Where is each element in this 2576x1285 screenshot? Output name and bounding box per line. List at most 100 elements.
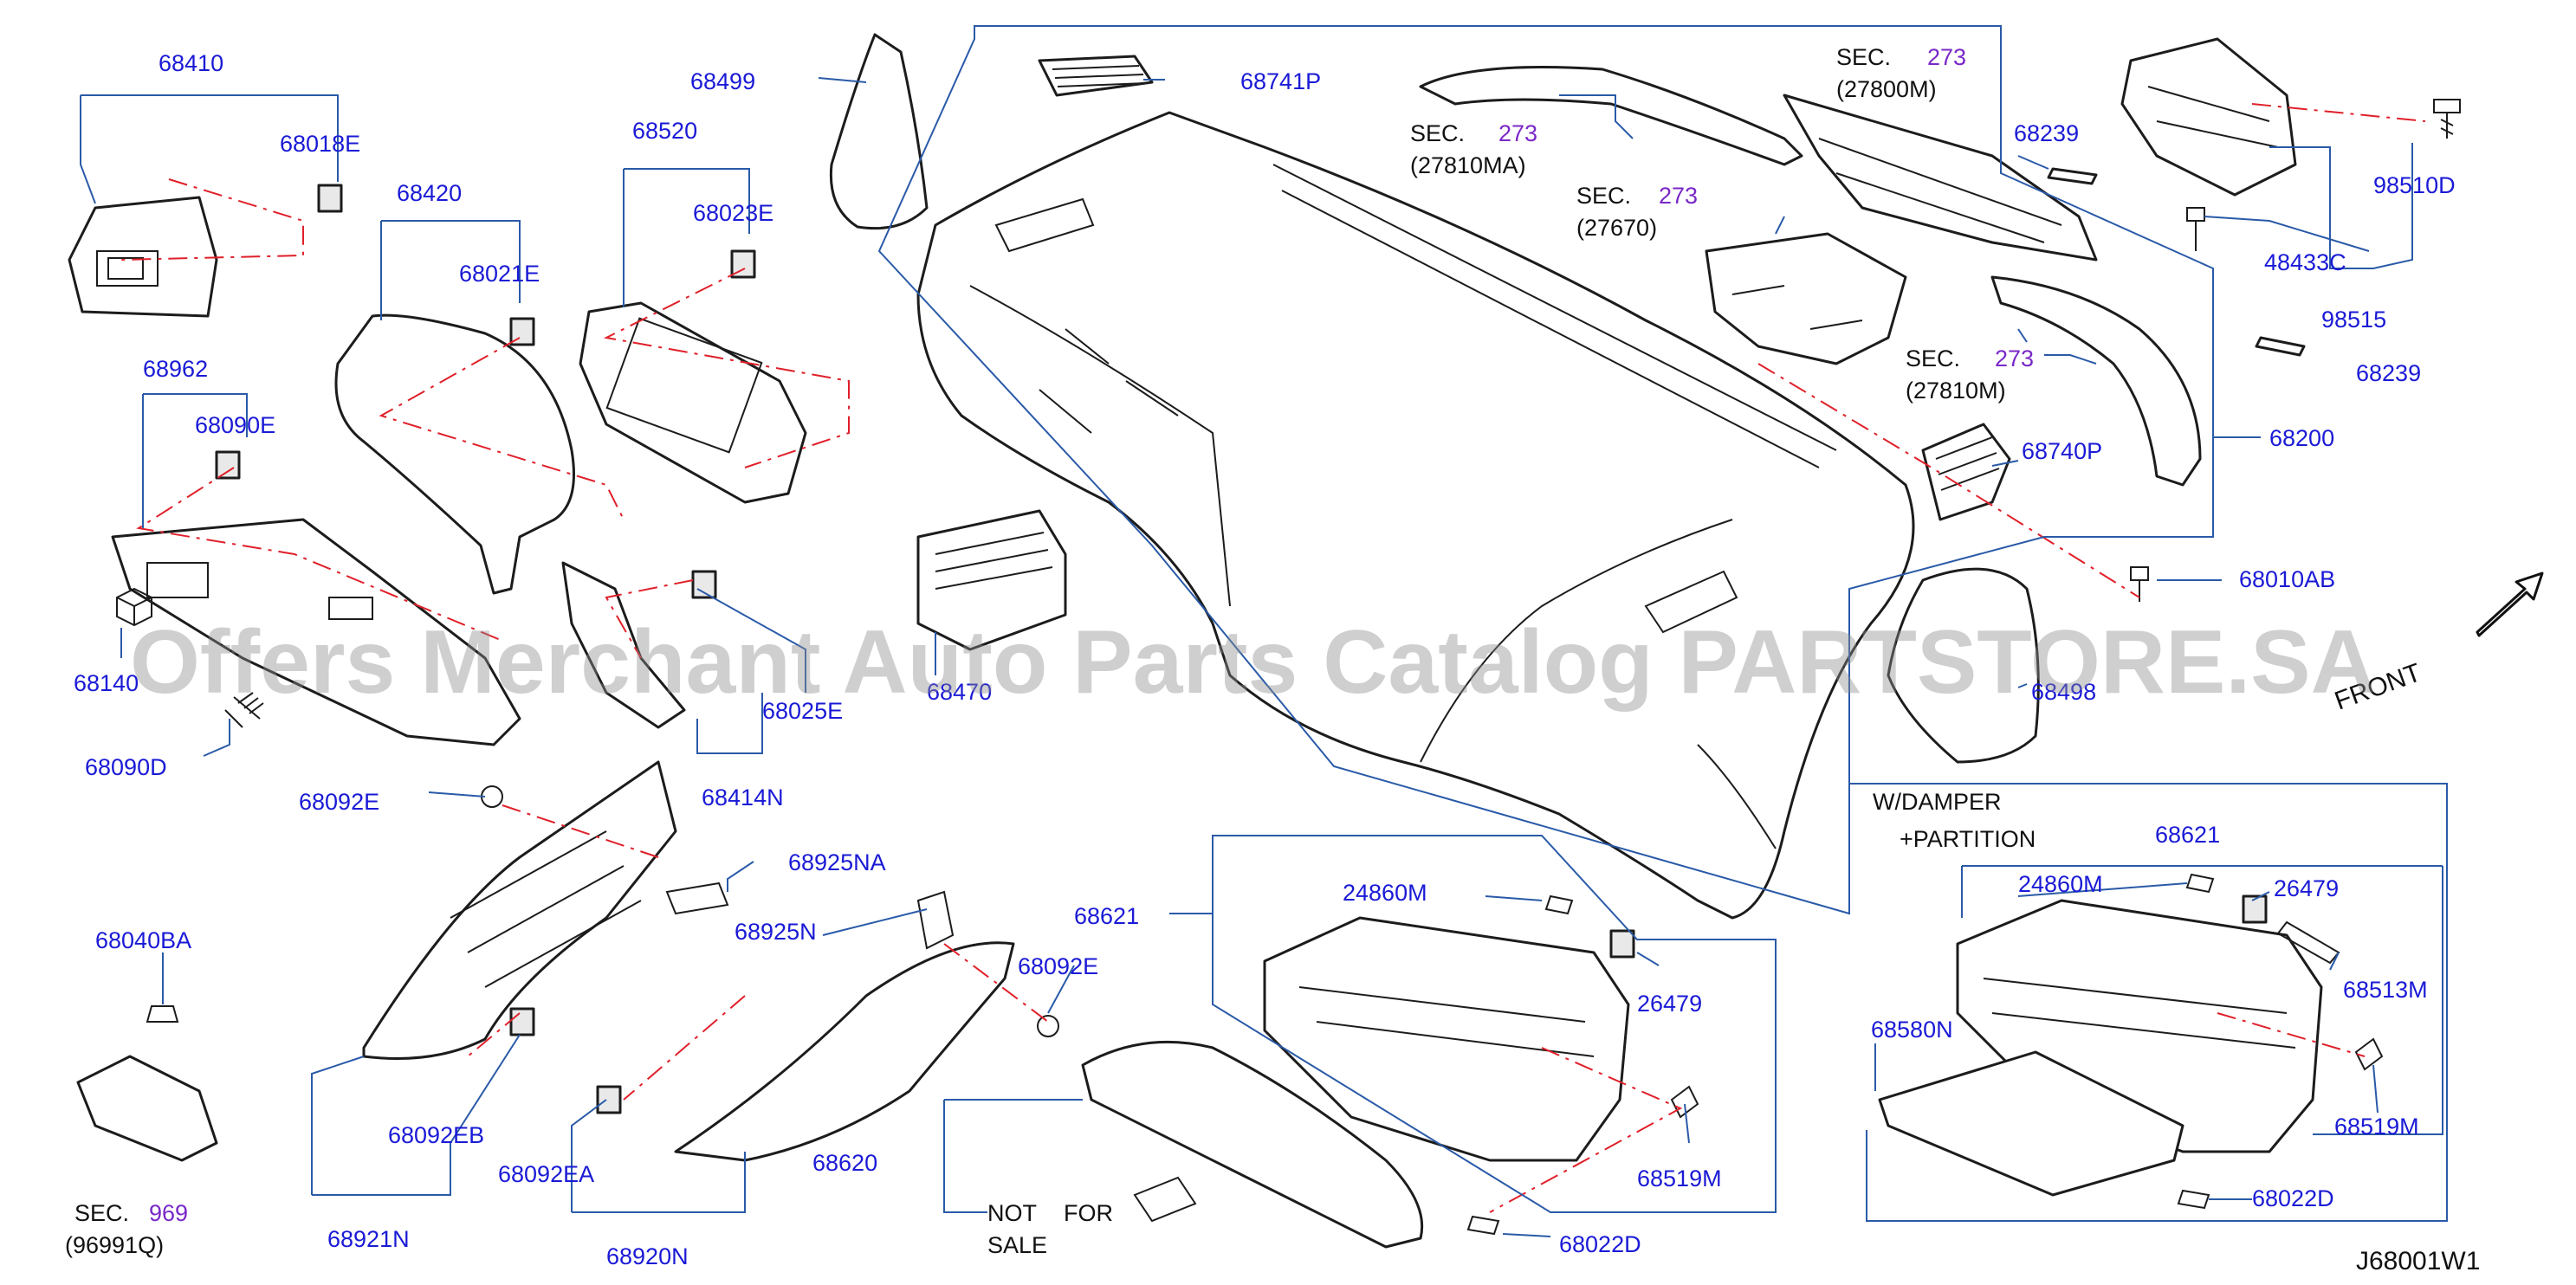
callout-98515: 98515 [2321, 307, 2386, 333]
screw-68022d-damper-drawing [2177, 1189, 2210, 1210]
callout-68092e-left: 68092E [299, 789, 379, 815]
part-notforsale-drawing [1133, 1176, 1197, 1223]
callout-68022d: 68022D [1559, 1231, 1641, 1257]
part-68010ab-drawing [2130, 566, 2149, 602]
watermark-text: Offers Merchant Auto Parts Catalog PARTS… [130, 612, 2376, 713]
callout-68499: 68499 [690, 68, 755, 94]
callout-98510d: 98510D [2373, 172, 2456, 198]
duct-27670-drawing [1705, 232, 1907, 365]
callout-68420: 68420 [397, 180, 462, 206]
callout-24860m-damper: 24860M [2018, 871, 2103, 897]
part-68410-drawing [68, 196, 218, 318]
fastener-68092e-drawing-2 [1037, 1015, 1059, 1037]
part-68620-drawing [1081, 1040, 1424, 1249]
callout-68090e: 68090E [195, 412, 275, 438]
callout-68580n: 68580N [1871, 1017, 1953, 1043]
part-68040ba-drawing [76, 1005, 218, 1162]
note-not: NOT [987, 1200, 1037, 1226]
callout-68023e: 68023E [693, 200, 773, 226]
callout-68140: 68140 [74, 670, 139, 696]
callout-68022d-damper: 68022D [2252, 1185, 2334, 1211]
callout-68018e: 68018E [280, 131, 360, 157]
callout-26479: 26479 [1637, 991, 1702, 1017]
section-27810m-code: (27810M) [1906, 378, 2006, 404]
diagram-code: J68001W1 [2356, 1247, 2480, 1275]
callout-68470: 68470 [927, 679, 992, 705]
clip-68092eb-drawing [509, 1007, 535, 1036]
callout-68741p: 68741P [1240, 68, 1321, 94]
callout-68200: 68200 [2269, 425, 2334, 451]
section-27670-code: (27670) [1576, 215, 1657, 241]
section-27810ma-prefix: SEC. [1410, 120, 1465, 146]
callout-24860m: 24860M [1343, 880, 1427, 906]
section-27670-number: 273 [1659, 183, 1698, 209]
callout-68621-damper: 68621 [2155, 822, 2220, 848]
part-68925n-drawing [916, 890, 955, 950]
callout-68621: 68621 [1074, 903, 1139, 929]
section-27800m-number: 273 [1927, 44, 1966, 70]
part-68741p-drawing [1038, 55, 1154, 97]
callout-68410: 68410 [159, 50, 223, 76]
callout-68498: 68498 [2031, 679, 2096, 705]
part-68498-drawing [1887, 567, 2040, 764]
section-27810m-prefix: SEC. [1906, 345, 1960, 371]
section-27800m-code: (27800M) [1836, 76, 1937, 102]
duct-27810ma-drawing [1419, 66, 1803, 166]
callout-68925na: 68925NA [788, 849, 886, 875]
part-48433c-drawing [2186, 207, 2205, 251]
callout-68414n: 68414N [702, 785, 784, 810]
part-68239-drawing-1 [2047, 167, 2098, 185]
section-96991q-number: 969 [149, 1200, 188, 1226]
note-w-damper: W/DAMPER [1873, 789, 2002, 815]
part-68090d-drawing [224, 692, 264, 728]
note-for: FOR [1064, 1200, 1113, 1226]
section-96991q-code: (96991Q) [65, 1232, 164, 1258]
callout-68520: 68520 [632, 118, 697, 144]
part-68200-drawing [916, 111, 1915, 920]
note-sale: SALE [987, 1232, 1047, 1258]
sensor-24860m-drawing [1544, 894, 1574, 915]
callout-labels: 68410 68018E 68499 68741P 68520 68023E 6… [74, 50, 2456, 1269]
callout-68921n: 68921N [327, 1226, 410, 1252]
part-98510d-drawing [2433, 99, 2461, 139]
clip-26479-drawing [1609, 929, 1635, 959]
dashed-guide-lines [120, 103, 2426, 1213]
callout-68962: 68962 [143, 356, 208, 382]
clip-26479-damper-drawing [2242, 894, 2268, 924]
part-68621-drawing [1263, 916, 1630, 1162]
part-68962-drawing [111, 518, 521, 746]
section-27810ma-number: 273 [1498, 120, 1537, 146]
callout-68519m: 68519M [1637, 1166, 1722, 1191]
callout-26479-damper: 26479 [2274, 875, 2339, 901]
clip-68018e-drawing [317, 184, 343, 213]
clip-68090e-drawing [215, 450, 241, 480]
callout-68040ba: 68040BA [95, 927, 191, 953]
part-drawings [68, 33, 2461, 1249]
callout-68620: 68620 [812, 1150, 877, 1176]
callout-68090d: 68090D [85, 754, 167, 780]
part-68420-drawing [334, 313, 575, 595]
part-68140-drawing [116, 587, 152, 627]
callout-68092eb: 68092EB [388, 1122, 484, 1148]
screw-68022d-drawing [1466, 1215, 1500, 1236]
callout-68021e: 68021E [459, 261, 540, 287]
callout-68239-lower: 68239 [2356, 360, 2421, 386]
part-68580n-drawing [1878, 1050, 2184, 1197]
section-27810ma-code: (27810MA) [1410, 152, 1526, 178]
section-27800m-prefix: SEC. [1836, 44, 1891, 70]
leader-lines [80, 25, 2448, 1237]
front-arrow-icon [2476, 571, 2544, 637]
callout-68925n: 68925N [735, 919, 817, 945]
callout-68740p: 68740P [2022, 438, 2102, 464]
callout-48433c: 48433C [2264, 249, 2346, 275]
clip-68092ea-drawing [596, 1085, 622, 1114]
duct-27810m-drawing [1990, 275, 2202, 487]
part-68239-drawing-2 [2255, 336, 2306, 357]
section-references: SEC. 273 (27810MA) SEC. 273 (27800M) SEC… [65, 44, 2034, 1258]
part-68499-drawing [829, 33, 929, 230]
part-68920n-drawing [674, 941, 1015, 1162]
callout-68025e: 68025E [762, 698, 843, 724]
callout-68010ab: 68010AB [2239, 566, 2335, 592]
section-96991q-prefix: SEC. [74, 1200, 129, 1226]
